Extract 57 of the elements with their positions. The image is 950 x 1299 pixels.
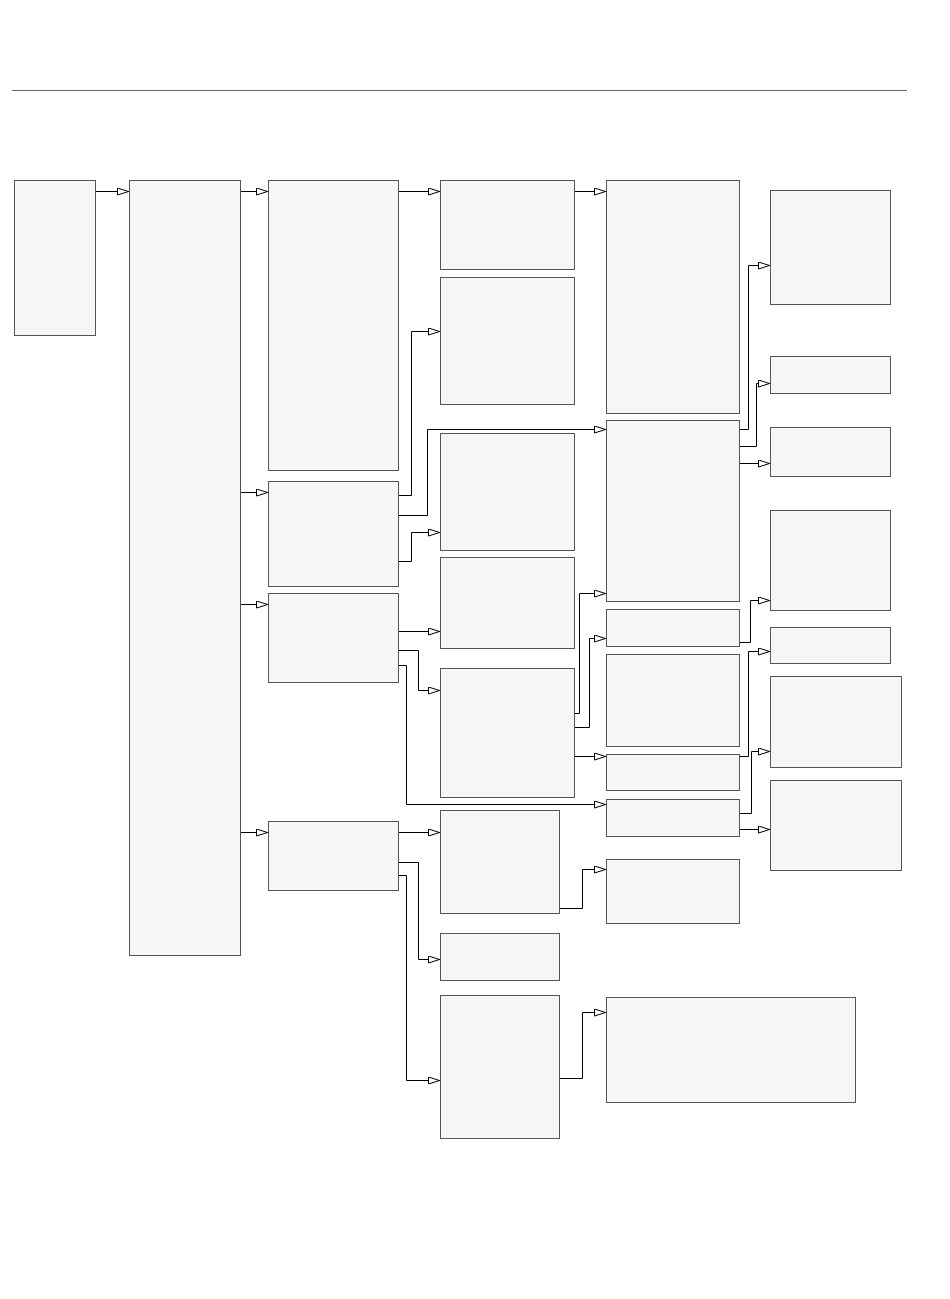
process-box	[440, 668, 575, 798]
process-box	[770, 427, 891, 477]
connector-arrow	[739, 825, 771, 834]
process-box	[606, 654, 740, 747]
process-box	[770, 780, 902, 871]
process-box	[606, 799, 740, 837]
connector-arrow	[240, 600, 269, 609]
process-box	[440, 180, 575, 270]
process-box	[606, 997, 856, 1103]
process-box	[440, 995, 560, 1139]
process-box	[770, 510, 891, 611]
connector-arrow	[95, 187, 130, 196]
connector-arrow	[398, 665, 607, 809]
connector-arrow	[739, 261, 771, 430]
connector-arrow	[398, 187, 441, 196]
process-box	[770, 627, 891, 664]
connector-arrow	[574, 187, 607, 196]
process-box	[606, 180, 740, 414]
connector-arrow	[398, 828, 441, 837]
connector-arrow	[739, 596, 771, 643]
process-box	[770, 356, 891, 394]
process-box	[770, 190, 891, 305]
connector-arrow	[240, 187, 269, 196]
connector-arrow	[398, 327, 441, 496]
process-box	[606, 754, 740, 791]
process-box	[268, 593, 399, 683]
connector-arrow	[739, 459, 771, 468]
process-box	[129, 180, 241, 956]
process-box	[440, 810, 560, 914]
connector-arrow	[739, 747, 771, 814]
connector-arrow	[398, 862, 441, 964]
connector-arrow	[398, 528, 441, 562]
process-box	[268, 180, 399, 471]
connector-arrow	[398, 425, 607, 516]
connector-arrow	[398, 875, 441, 1085]
connector-arrow	[240, 488, 269, 497]
connector-arrow	[559, 1008, 607, 1079]
connector-arrow	[574, 752, 607, 761]
process-box	[606, 609, 740, 647]
process-box	[440, 557, 575, 649]
process-box	[268, 481, 399, 587]
process-box	[606, 859, 740, 924]
process-box	[268, 821, 399, 891]
connector-arrow	[398, 650, 441, 695]
connector-arrow	[240, 828, 269, 837]
process-box	[770, 676, 902, 768]
process-box	[440, 433, 575, 551]
connector-arrow	[739, 379, 771, 447]
process-box	[440, 277, 575, 405]
connector-arrow	[739, 647, 771, 757]
process-box	[14, 180, 96, 336]
connector-arrow	[574, 634, 607, 728]
process-box	[606, 420, 740, 602]
connector-arrow	[574, 589, 607, 714]
connector-arrow	[398, 627, 441, 636]
connector-arrow	[559, 865, 607, 909]
process-box	[440, 933, 560, 981]
